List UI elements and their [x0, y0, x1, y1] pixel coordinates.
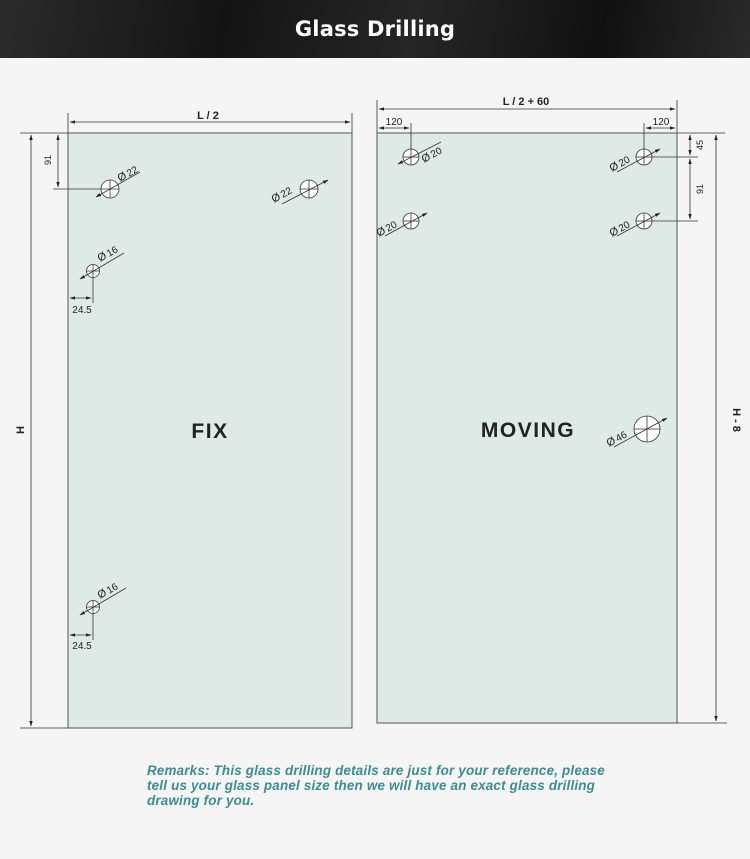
fix-hole-lower	[69, 587, 127, 640]
fix-hole-top-left	[95, 171, 141, 199]
fix-top-offset-dimension	[53, 134, 110, 190]
fix-panel: L / 2 H 91 Ø 22 Ø 22	[15, 110, 353, 729]
fix-glass	[67, 132, 353, 729]
fix-hole-upper-label: 16	[105, 244, 121, 259]
moving-right-offset-label: 120	[653, 117, 670, 128]
fix-width-label: L / 2	[197, 110, 219, 122]
fix-top-offset-label: 91	[43, 155, 53, 165]
moving-left-offset-label: 120	[386, 117, 403, 128]
moving-hole-mid-right	[616, 212, 661, 237]
moving-panel: L / 2 + 60 120 120 45 91 H - 8	[375, 96, 742, 724]
fix-hole-top-right	[281, 179, 329, 205]
drilling-diagram: L / 2 H 91 Ø 22 Ø 22	[15, 96, 742, 729]
moving-top-offset-dimension	[652, 132, 725, 222]
moving-height-label: H - 8	[730, 408, 742, 432]
moving-height-dimension	[677, 134, 727, 724]
fix-edge-offset-lower-label: 24.5	[72, 641, 92, 652]
fix-height-label: H	[15, 426, 27, 434]
fix-hole-top-right-label: 22	[279, 185, 295, 200]
moving-handle-hole	[613, 415, 668, 448]
moving-vertical-spacing-label: 91	[695, 184, 705, 194]
fix-edge-offset-upper-label: 24.5	[72, 305, 92, 316]
moving-hole-top-left-label: 20	[429, 145, 445, 160]
moving-hole-top-right-label: 20	[617, 154, 633, 169]
remarks-note: Remarks: This glass drilling details are…	[147, 763, 605, 808]
moving-glass	[376, 132, 678, 724]
moving-hole-mid-right-label: 20	[617, 219, 633, 234]
moving-width-dimension	[376, 100, 678, 133]
fix-width-dimension	[67, 113, 353, 133]
moving-panel-label: MOVING	[481, 419, 575, 442]
fix-panel-label: FIX	[191, 420, 228, 443]
fix-hole-upper	[69, 252, 125, 303]
page-title: Glass Drilling	[294, 17, 456, 41]
moving-right-offset-dimension	[643, 123, 676, 150]
fix-hole-top-left-label: 22	[125, 164, 141, 179]
moving-top-offset-label: 45	[695, 140, 705, 150]
moving-hole-top-right	[616, 148, 661, 173]
moving-left-offset-dimension	[378, 123, 412, 150]
fix-height-dimension	[20, 132, 68, 729]
moving-hole-mid-left	[384, 212, 428, 237]
header-banner: Glass Drilling	[0, 0, 750, 58]
moving-hole-mid-left-label: 20	[384, 219, 400, 234]
moving-hole-top-left	[397, 141, 442, 166]
fix-hole-lower-label: 16	[105, 581, 121, 596]
moving-handle-hole-label: 46	[614, 429, 630, 444]
moving-width-label: L / 2 + 60	[503, 96, 550, 108]
